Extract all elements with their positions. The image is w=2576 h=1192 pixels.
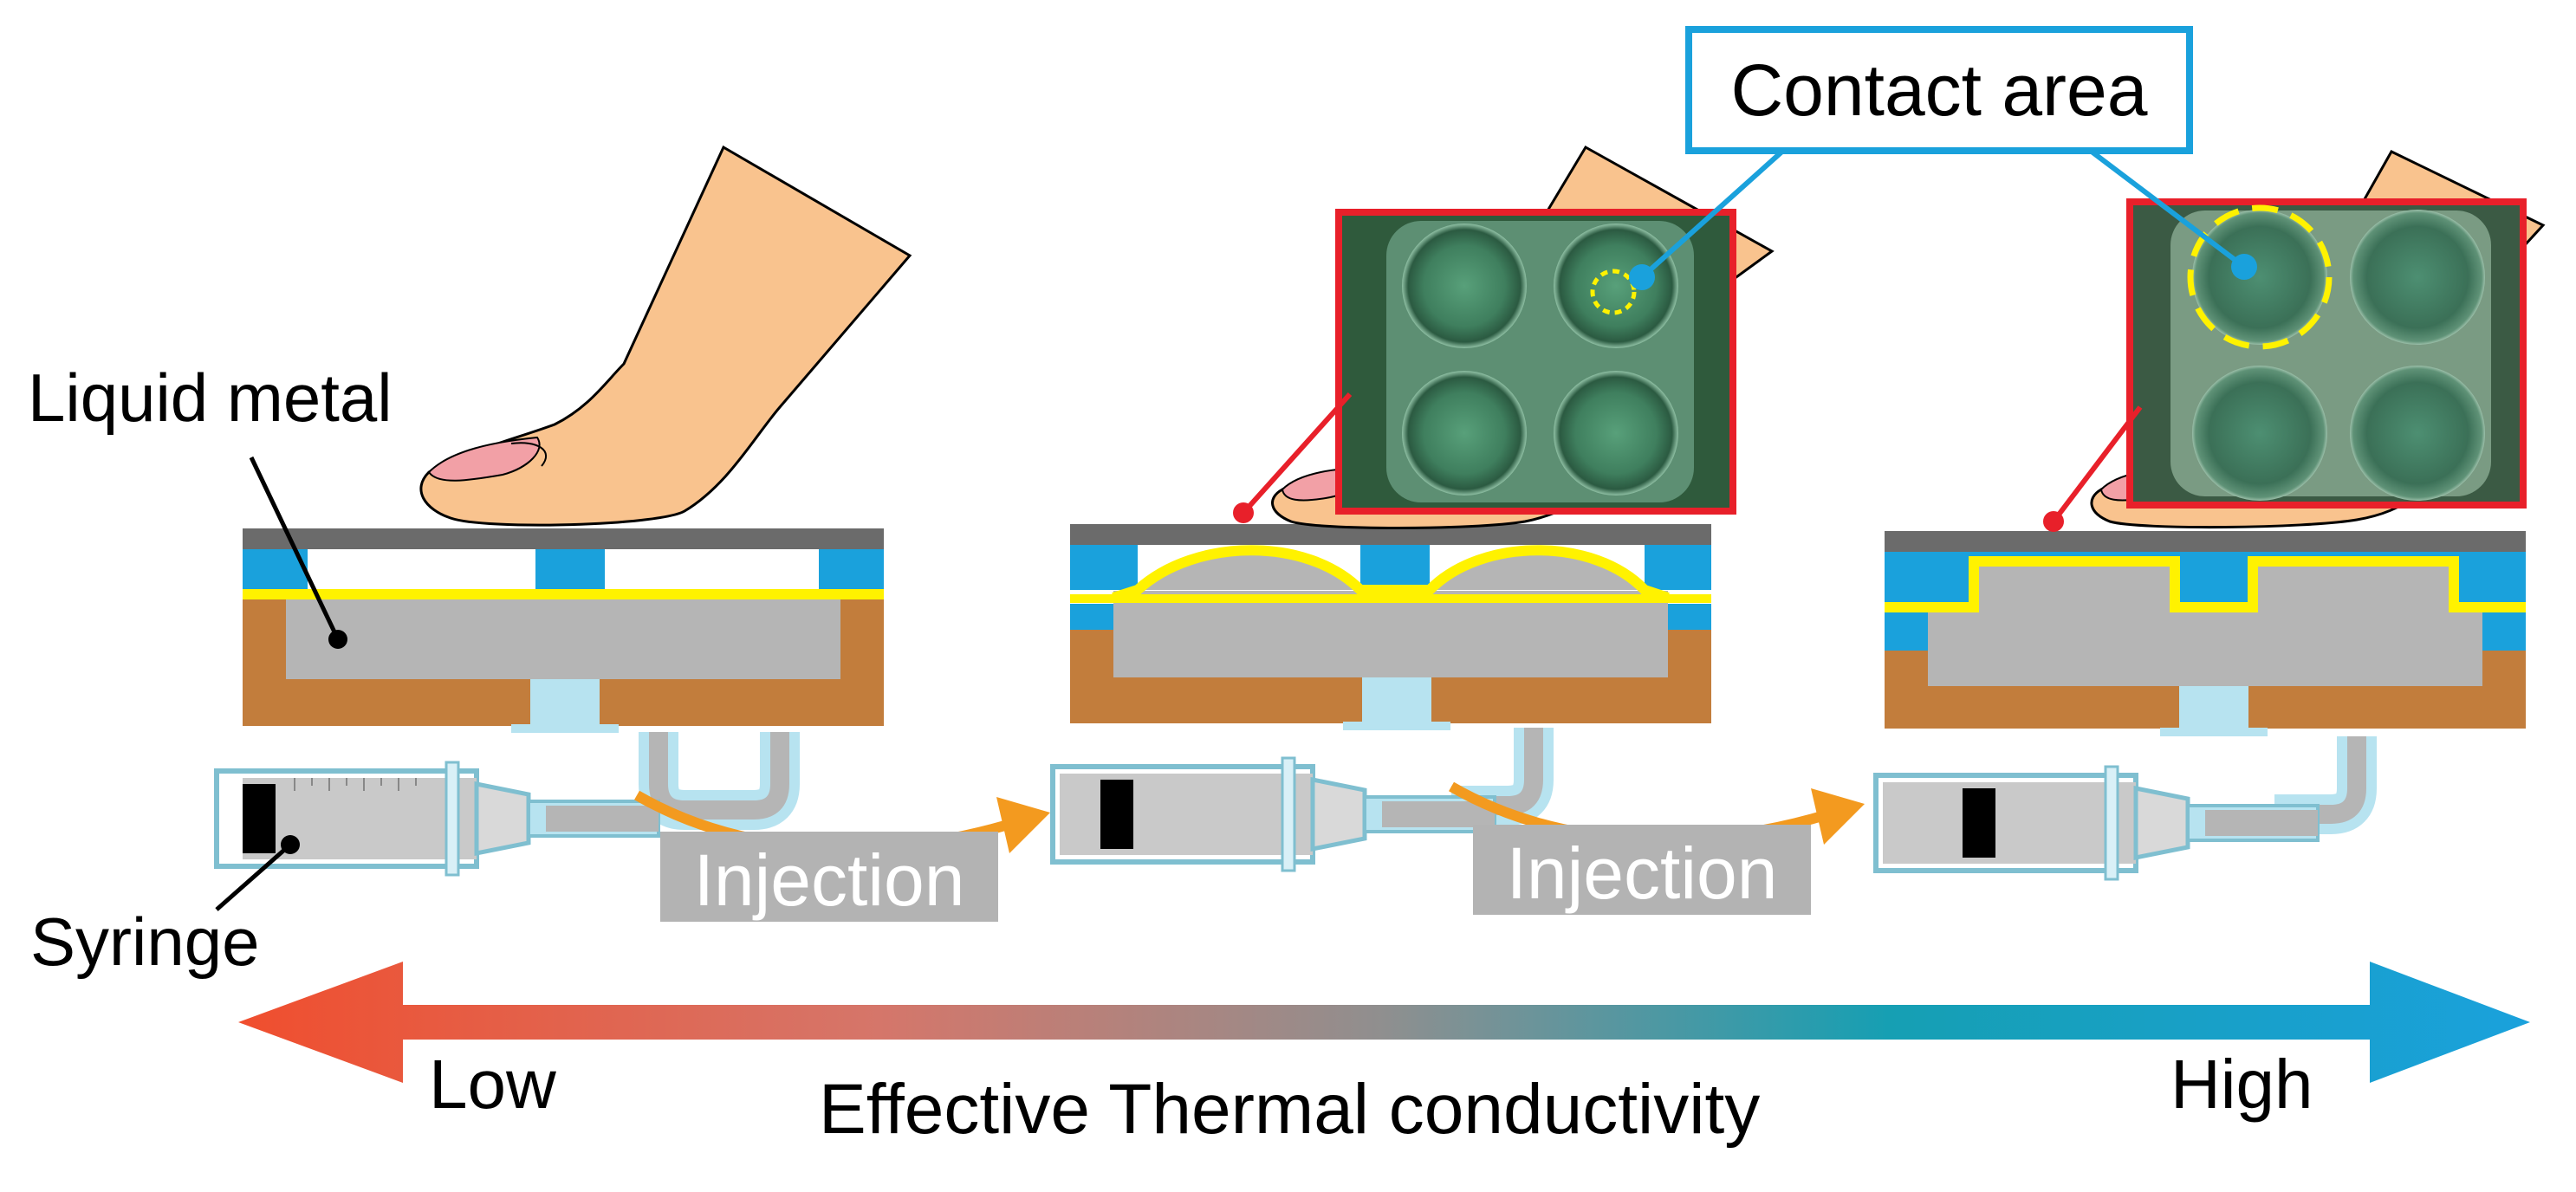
photo-leader-dot xyxy=(2043,511,2064,532)
finger-icon xyxy=(419,145,912,527)
axis-title: Effective Thermal conductivity xyxy=(819,1070,1761,1149)
contact-callout-dot xyxy=(1629,264,1655,290)
photo-leader-line xyxy=(2051,405,2143,523)
gradient-double-arrow-icon xyxy=(238,962,2530,1083)
syringe-pointer-dot xyxy=(281,835,300,854)
syringe-icon xyxy=(1050,728,1554,872)
photo-leader-line xyxy=(1241,392,1353,515)
syringe-label: Syringe xyxy=(30,904,260,980)
photo-leader-dot xyxy=(1233,502,1254,523)
device-state-2 xyxy=(1070,524,1711,730)
injection-label-1: Injection xyxy=(660,832,998,922)
device-state-3 xyxy=(1885,531,2526,736)
liquid-metal-pointer xyxy=(249,456,341,641)
syringe-pointer xyxy=(215,843,292,911)
high-label: High xyxy=(2170,1046,2313,1123)
injection-label-2: Injection xyxy=(1473,825,1811,915)
low-label: Low xyxy=(429,1046,556,1123)
contact-callout-dot xyxy=(2231,254,2257,280)
injection-arrow-icon xyxy=(996,797,1050,853)
liquid-metal-pointer-dot xyxy=(328,630,347,649)
device-state-1 xyxy=(243,528,884,733)
photo-inset-full-contact xyxy=(2126,198,2527,509)
injection-arrow-icon xyxy=(1811,788,1865,845)
contact-callout-line xyxy=(2086,146,2246,269)
contact-area-label: Contact area xyxy=(1685,26,2193,154)
syringe-icon xyxy=(1873,736,2377,881)
liquid-metal-label: Liquid metal xyxy=(28,360,393,436)
contact-callout-line xyxy=(1639,146,1788,280)
photo-inset-partial-contact xyxy=(1335,209,1736,515)
